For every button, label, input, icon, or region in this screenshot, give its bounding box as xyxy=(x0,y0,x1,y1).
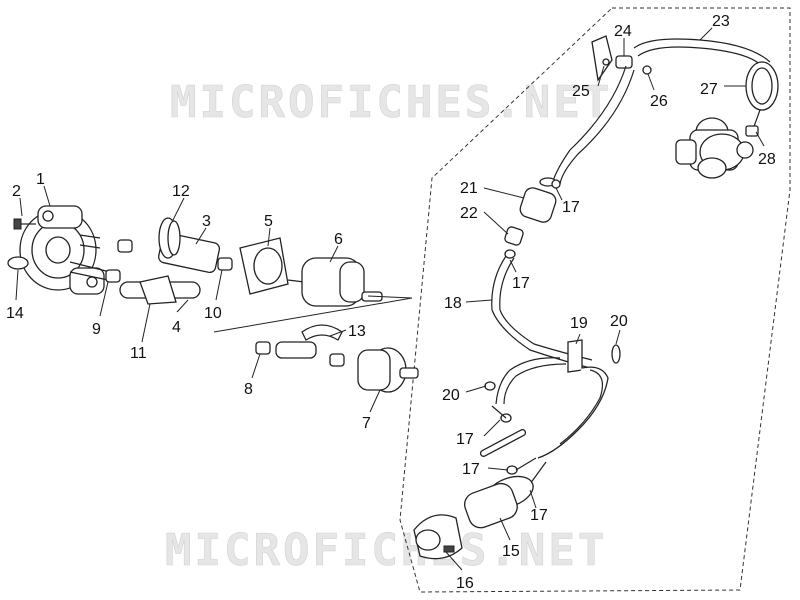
callout-6: 6 xyxy=(334,231,343,248)
callout-17-d: 17 xyxy=(462,461,480,478)
fuel-filter-lower xyxy=(255,324,419,393)
callout-1: 1 xyxy=(36,171,45,188)
callout-26: 26 xyxy=(650,93,668,110)
fuel-tap-bracket xyxy=(479,339,621,459)
callout-23: 23 xyxy=(712,13,730,30)
callout-13: 13 xyxy=(348,323,366,340)
callout-9: 9 xyxy=(92,321,101,338)
assembly-boundary xyxy=(399,7,791,593)
callout-5: 5 xyxy=(264,213,273,230)
callout-25: 25 xyxy=(572,83,590,100)
callout-17-a: 17 xyxy=(562,199,580,216)
watermark-bottom: MICROFICHES.NET xyxy=(165,525,607,576)
carburettor xyxy=(675,117,754,179)
watermark-top: MICROFICHES.NET xyxy=(170,77,612,128)
callout-4: 4 xyxy=(172,319,181,336)
callout-27: 27 xyxy=(700,81,718,98)
callout-20-upper: 20 xyxy=(610,313,628,330)
callout-17-b: 17 xyxy=(512,275,530,292)
fuel-pump-assembly xyxy=(7,205,111,295)
callout-20-lower: 20 xyxy=(442,387,460,404)
fuel-hose-left xyxy=(105,217,233,305)
callout-3: 3 xyxy=(202,213,211,230)
callout-10: 10 xyxy=(204,305,222,322)
callout-16: 16 xyxy=(456,575,474,592)
callout-14: 14 xyxy=(6,305,24,322)
callout-2: 2 xyxy=(12,183,21,200)
callout-21: 21 xyxy=(460,180,478,197)
callout-19: 19 xyxy=(570,315,588,332)
callout-12: 12 xyxy=(172,183,190,200)
callout-11: 11 xyxy=(130,345,147,362)
callout-8: 8 xyxy=(244,381,253,398)
callout-15: 15 xyxy=(502,543,520,560)
callout-24: 24 xyxy=(614,23,632,40)
callout-17-c: 17 xyxy=(456,431,474,448)
callout-28: 28 xyxy=(758,151,776,168)
fuel-hose-right xyxy=(484,65,635,423)
callout-18: 18 xyxy=(444,295,462,312)
fuel-filter-upper xyxy=(239,237,383,307)
callout-7: 7 xyxy=(362,415,371,432)
fuel-pump-unit xyxy=(413,457,547,560)
vent-hose xyxy=(591,35,779,137)
callout-22: 22 xyxy=(460,205,478,222)
leader-lines xyxy=(15,27,765,571)
callout-17-e: 17 xyxy=(530,507,548,524)
callout-labels: 1 2 3 4 5 6 7 8 9 10 11 12 13 14 15 16 1… xyxy=(6,13,776,592)
